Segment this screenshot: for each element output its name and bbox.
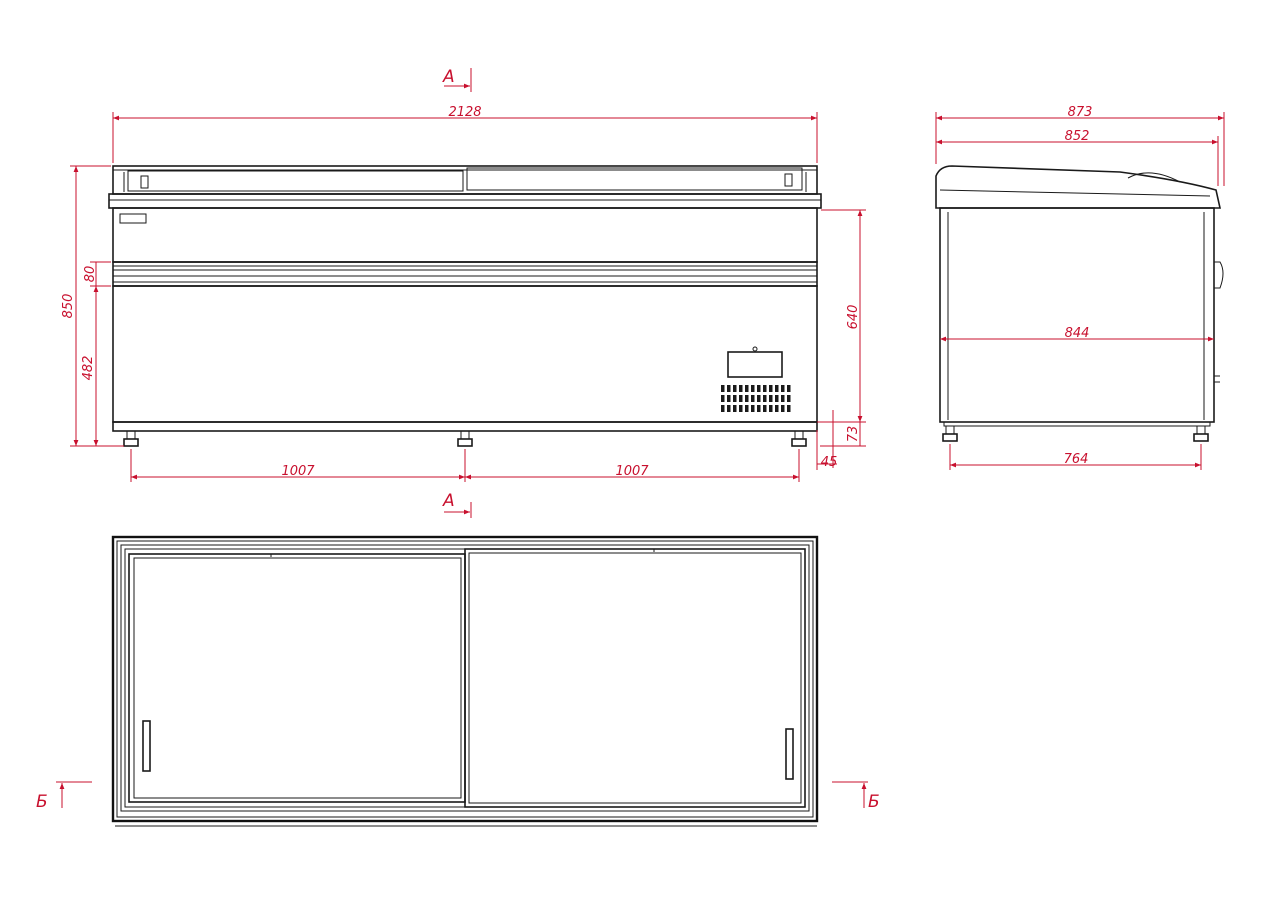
grille-slot: [775, 405, 779, 412]
grille-slot: [721, 405, 725, 412]
grille-slot: [787, 405, 791, 412]
grille-slot: [775, 395, 779, 402]
sliding-lid-right: [466, 167, 803, 191]
top-rail: [108, 193, 822, 209]
side-view: 873 852 844 764: [935, 105, 1225, 470]
lid-handle-icon: [784, 173, 793, 187]
grille-slot: [751, 395, 755, 402]
grille-slot: [769, 405, 773, 412]
grille-slot: [745, 405, 749, 412]
grille-slot: [781, 405, 785, 412]
grille-slot: [745, 395, 749, 402]
dim-side-foot-span: 764: [1064, 452, 1089, 467]
grille-slot: [757, 395, 761, 402]
feet: [123, 430, 807, 447]
grille-slot: [757, 385, 761, 392]
dim-plinth-height: 73: [846, 426, 861, 443]
dim-lid-depth: 852: [1065, 129, 1090, 144]
grille-slot: [727, 405, 731, 412]
dim-foot-span-left: 1007: [281, 464, 315, 479]
dim-lower-height: 482: [81, 356, 96, 381]
grille-slot: [763, 405, 767, 412]
sliding-lid-left: [127, 170, 464, 192]
top-outer-frame: [111, 535, 819, 823]
dim-overall-height: 850: [61, 294, 76, 319]
grille-slot: [763, 385, 767, 392]
upper-body-panel: [112, 207, 818, 263]
sliding-lid-right-top: [464, 548, 806, 808]
section-mark-b-right: Б: [868, 792, 880, 812]
dim-foot-span-right: 1007: [615, 464, 649, 479]
grille-slot: [751, 405, 755, 412]
grille-slot: [721, 385, 725, 392]
top-view: Б Б: [36, 535, 880, 827]
grille-slot: [757, 405, 761, 412]
grille-slot: [781, 395, 785, 402]
dim-body-depth: 844: [1065, 326, 1090, 341]
ventilation-grille: [721, 385, 791, 412]
dim-body-height: 640: [846, 305, 861, 330]
grille-slot: [733, 395, 737, 402]
grille-slot: [775, 385, 779, 392]
grille-slot: [739, 395, 743, 402]
section-mark-a-bottom: A: [442, 491, 455, 511]
grille-slot: [769, 395, 773, 402]
grille-slot: [721, 395, 725, 402]
side-body: [939, 207, 1215, 423]
dim-overall-depth: 873: [1068, 105, 1093, 120]
section-mark-a-top: A: [442, 67, 455, 87]
plinth: [112, 421, 818, 432]
lid-handle-icon: [1127, 172, 1181, 183]
grille-slot: [787, 395, 791, 402]
grille-slot: [745, 385, 749, 392]
grille-slot: [739, 405, 743, 412]
grille-slot: [763, 395, 767, 402]
dim-foot-offset: 45: [821, 455, 838, 470]
lid-handle-icon: [140, 175, 149, 189]
grille-slot: [787, 385, 791, 392]
grille-slot: [751, 385, 755, 392]
lid-profile: [935, 165, 1221, 209]
dim-overall-width: 2128: [448, 105, 481, 120]
grille-slot: [727, 385, 731, 392]
section-mark-b-left: Б: [36, 792, 48, 812]
grille-slot: [733, 385, 737, 392]
lid-handle-icon: [142, 720, 151, 772]
thermostat-box: [727, 351, 783, 378]
sliding-lid-left-top: [128, 553, 466, 803]
lower-body-panel: [112, 285, 818, 423]
grille-slot: [727, 395, 731, 402]
front-view: 2128 A A 850 80 482 640 73: [61, 67, 866, 518]
lid-handle-icon: [785, 728, 794, 780]
logo-plate: [119, 213, 147, 224]
grille-slot: [733, 405, 737, 412]
dim-bumper-height: 80: [83, 266, 98, 283]
grille-slot: [769, 385, 773, 392]
bumper-profile: [1214, 261, 1224, 289]
grille-slot: [781, 385, 785, 392]
grille-slot: [739, 385, 743, 392]
